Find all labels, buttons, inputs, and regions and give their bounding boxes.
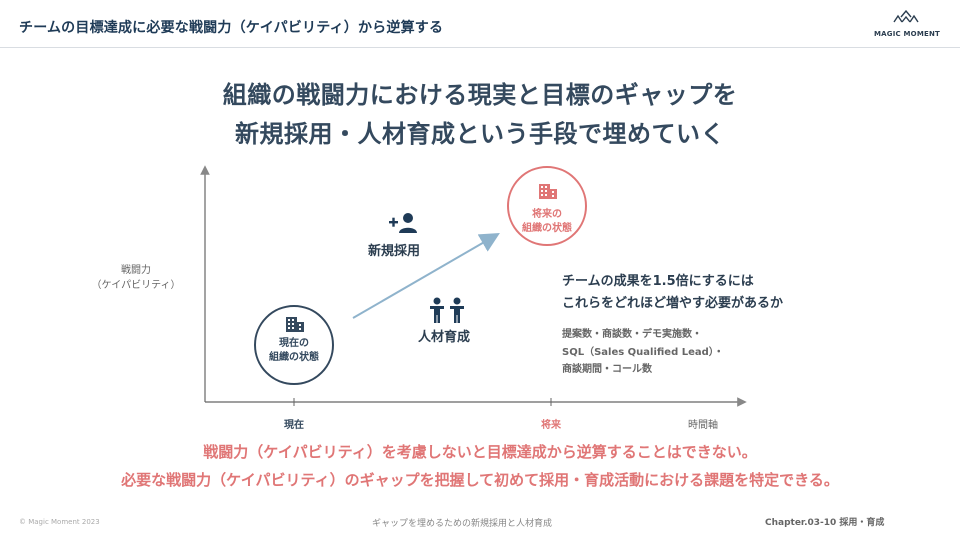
current-state-line-1: 現在の [279, 338, 309, 349]
add-person-icon [389, 213, 417, 233]
logo-text: MAGIC MOMENT [874, 30, 941, 38]
copyright: © Magic Moment 2023 [19, 518, 100, 526]
y-axis-label-sub: （ケイパビリティ） [91, 280, 181, 291]
building-icon [539, 184, 557, 199]
metrics-line-2: SQL（Sales Qualified Lead）・ [562, 347, 724, 358]
x-axis-label: 時間軸 [688, 420, 718, 431]
growth-arrow [352, 232, 500, 319]
future-state-circle: 将来の 組織の状態 [507, 166, 587, 246]
current-state-label: 現在の 組織の状態 [256, 337, 332, 365]
message-line-1: 戦闘力（ケイパビリティ）を考慮しないと目標達成から逆算することはできない。 [203, 443, 757, 461]
logo-mark-icon [893, 10, 919, 23]
headline-line-1: 組織の戦闘力における現実と目標のギャップを [222, 81, 738, 109]
y-axis-label: 戦闘力 （ケイパビリティ） [86, 263, 186, 293]
building-icon [286, 317, 304, 332]
x-tick-future-label: 将来 [541, 420, 561, 431]
future-state-line-1: 将来の [532, 209, 562, 220]
metrics-line-1: 提案数・商談数・デモ実施数・ [562, 329, 702, 340]
current-state-circle: 現在の 組織の状態 [254, 305, 334, 385]
company-logo: MAGIC MOMENT [874, 10, 941, 42]
current-state-line-2: 組織の状態 [269, 352, 319, 363]
develop-label: 人材育成 [418, 330, 471, 345]
metrics-line-3: 商談期間・コール数 [562, 364, 652, 375]
x-tick-now-label: 現在 [284, 420, 304, 431]
headline-line-2: 新規採用・人材育成という手段で埋めていく [235, 120, 725, 148]
question-line-2: これらをどれほど増やす必要があるか [562, 296, 784, 311]
chapter-label: Chapter.03-10 採用・育成 [765, 518, 885, 528]
future-state-line-2: 組織の状態 [522, 223, 572, 234]
question-line-1: チームの成果を1.5倍にするには [562, 274, 754, 289]
y-axis-label-main: 戦闘力 [121, 265, 151, 276]
message-line-2: 必要な戦闘力（ケイパビリティ）のギャップを把握して初めて採用・育成活動における課… [121, 471, 839, 489]
recruit-label: 新規採用 [368, 244, 421, 259]
two-people-icon [430, 297, 464, 323]
slide-header: チームの目標達成に必要な戦闘力（ケイパビリティ）から逆算する MAGIC MOM… [0, 0, 960, 48]
future-state-label: 将来の 組織の状態 [509, 208, 585, 236]
footer-caption: ギャップを埋めるための新規採用と人材育成 [372, 519, 553, 529]
slide-title: チームの目標達成に必要な戦闘力（ケイパビリティ）から逆算する [19, 20, 444, 36]
